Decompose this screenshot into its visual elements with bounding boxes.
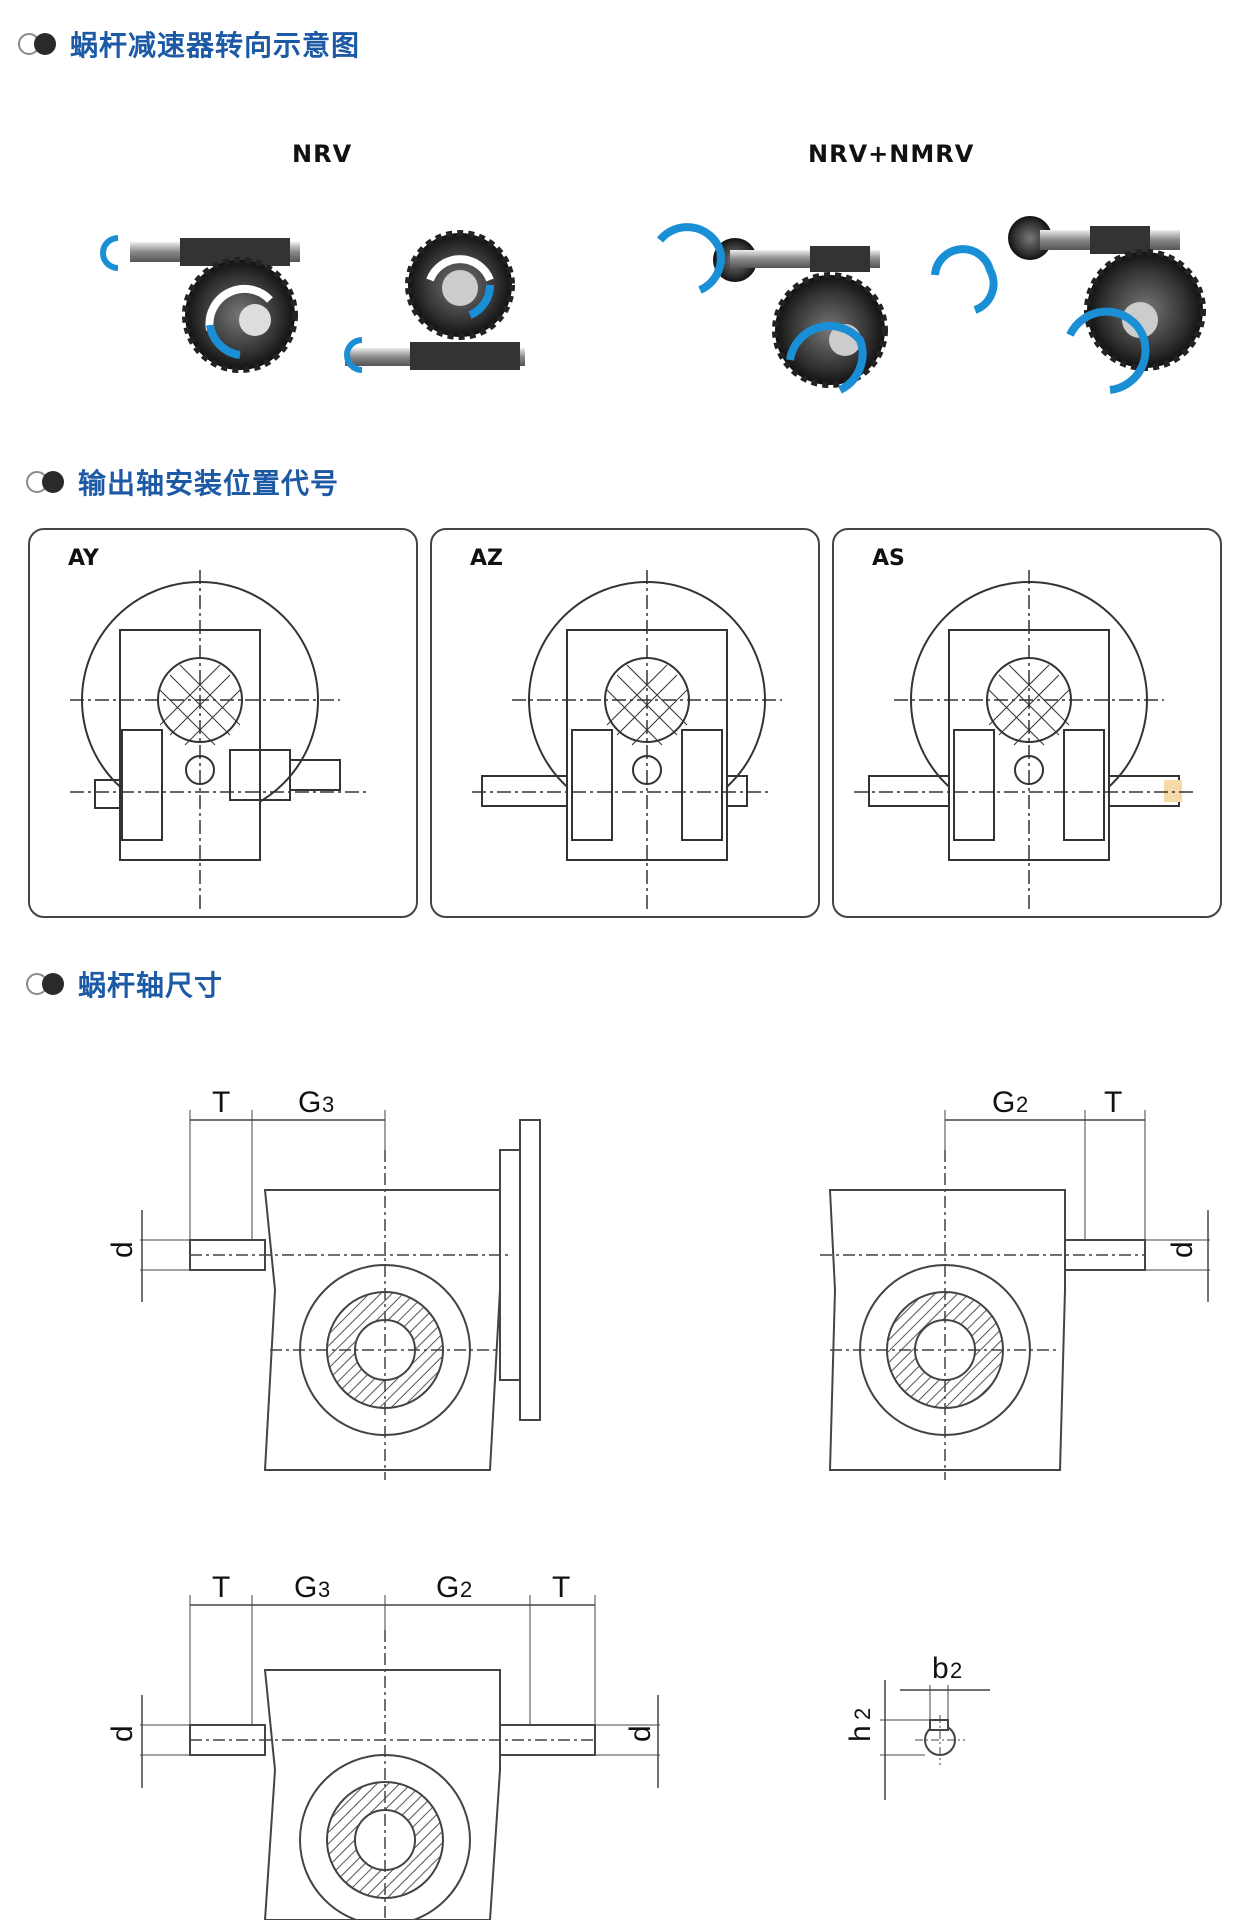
dim-g: G [436,1571,459,1604]
dim-sub: 2 [1016,1092,1028,1117]
dim-h: h [844,1725,877,1742]
label-nrv-nmrv: NRV+NMRV [808,140,975,168]
bullet-icon [26,469,70,495]
dim-t: T [212,1571,230,1604]
section-header-shaft: 蜗杆轴尺寸 [26,964,223,1004]
bullet-icon [26,971,70,997]
section-title: 输出轴安装位置代号 [78,467,340,500]
gearbox-drawing-az [472,570,782,910]
dim-b: b [932,1652,949,1685]
shaft-key-detail [880,1680,990,1800]
section-header-positions: 输出轴安装位置代号 [26,462,339,502]
panel-az: AZ [430,528,820,918]
gearbox-double-shaft [140,1595,660,1920]
nmrv-gear-set-1 [656,223,888,394]
dim-g: G [294,1571,317,1604]
section-title: 蜗杆减速器转向示意图 [70,29,361,62]
dim-t: T [1104,1086,1122,1119]
dim-sub: 2 [850,1708,875,1720]
dim-g: G [992,1086,1015,1119]
dim-d: d [106,1241,139,1258]
gearbox-drawing-as [854,570,1194,910]
rotation-diagram [100,216,1206,394]
section-header-rotation: 蜗杆减速器转向示意图 [18,24,360,64]
shaft-dimension-drawing: T G 3 d G 2 T d [106,1086,1210,1920]
nrv-gear-set-2 [344,230,525,373]
dim-sub: 3 [322,1092,334,1117]
dim-t: T [212,1086,230,1119]
panel-label: AY [68,546,99,571]
dim-sub: 2 [460,1577,472,1602]
dim-g: G [298,1086,321,1119]
panel-ay: AY [28,528,418,918]
nmrv-gear-set-2 [931,216,1206,394]
nrv-gear-set-1 [100,235,300,373]
dim-t: T [552,1571,570,1604]
dim-d: d [106,1725,139,1742]
section-title: 蜗杆轴尺寸 [78,969,224,1002]
gearbox-left-shaft [140,1110,541,1480]
dim-d: d [624,1725,657,1742]
dim-sub: 2 [950,1658,962,1683]
gearbox-right-shaft [820,1110,1210,1480]
gearbox-drawing-ay [70,570,370,910]
dim-d: d [1166,1241,1199,1258]
dim-sub: 3 [318,1577,330,1602]
panel-label: AS [872,546,905,571]
panel-label: AZ [470,546,503,571]
bullet-icon [18,31,62,57]
panel-as: AS [832,528,1222,918]
label-nrv: NRV [292,140,353,168]
